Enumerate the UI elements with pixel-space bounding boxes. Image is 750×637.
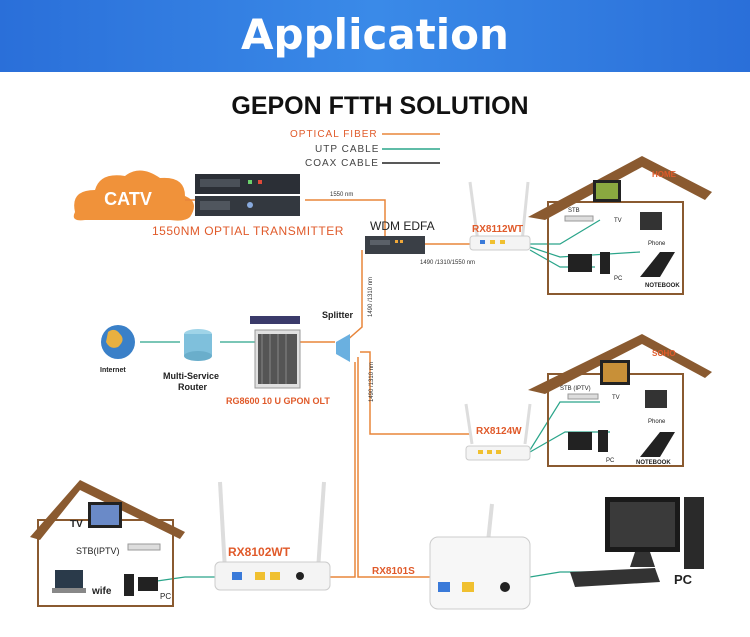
- olt-label: RG8600 10 U GPON OLT: [226, 396, 330, 406]
- splitter: [336, 334, 350, 362]
- network-diagram: GEPON FTTH SOLUTION OPTICAL FIBER UTP CA…: [30, 92, 712, 610]
- fiber-splitter-onu4: [357, 357, 440, 578]
- pc-right: [570, 497, 704, 587]
- legend-utp-label: UTP CABLE: [315, 144, 379, 155]
- utp-onu2-stb: [529, 401, 600, 451]
- banner: Application: [0, 0, 750, 72]
- router-label-line1: Multi-Service: [163, 371, 219, 381]
- onu-rx8112wt: [468, 181, 531, 251]
- fiber-label-1490-1310-a: 1490 /1310 nm: [368, 277, 374, 317]
- cloud-shape: [73, 170, 194, 221]
- diagram-title: GEPON FTTH SOLUTION: [231, 92, 528, 120]
- splitter-label: Splitter: [322, 310, 354, 320]
- home-tag: HOME: [652, 170, 677, 179]
- home-pc-label: PC: [614, 276, 623, 282]
- onu-rx8102wt: [214, 481, 331, 591]
- home-phone-label: Phone: [648, 241, 666, 247]
- pc-right-label: PC: [674, 572, 693, 587]
- onu-rx8124w: [464, 403, 532, 461]
- fiber-label-1490-1310-b: 1490 /1310 nm: [369, 362, 375, 402]
- legend-coax-label: COAX CABLE: [305, 158, 379, 169]
- fiber-label-1550: 1550 nm: [330, 192, 353, 198]
- house3-tv-label: TV: [70, 519, 83, 530]
- house3-stb-label: STB(IPTV): [76, 546, 120, 556]
- home-stb-label: STB: [568, 208, 580, 214]
- gpon-olt: [250, 316, 301, 389]
- utp-onu3-pc: [149, 576, 215, 583]
- utp-onu1-stb: [530, 219, 601, 245]
- wdm-edfa: [365, 236, 425, 254]
- soho-tag: SOHO: [652, 349, 676, 358]
- utp-onu1-phone: [529, 246, 641, 258]
- rx8102wt-label: RX8102WT: [228, 545, 291, 559]
- onu-rx8101s: [429, 503, 531, 610]
- internet-label: Internet: [100, 367, 126, 374]
- router: [184, 329, 212, 361]
- house3-wifi-label: wife: [91, 586, 112, 597]
- house-soho: [528, 334, 712, 467]
- fiber-splitter-onu3: [330, 362, 356, 578]
- fiber-splitter-onu2: [360, 351, 470, 435]
- house-home: [528, 156, 712, 295]
- rx8101s-label: RX8101S: [372, 566, 415, 577]
- soho-stb-label: STB (IPTV): [560, 386, 591, 392]
- catv-label: CATV: [104, 189, 152, 209]
- soho-pc-label: PC: [606, 458, 615, 464]
- optical-transmitter: [195, 174, 300, 216]
- legend: OPTICAL FIBER UTP CABLE COAX CABLE: [290, 129, 440, 169]
- internet-globe: [101, 325, 135, 359]
- edfa-label: WDM EDFA: [370, 219, 435, 233]
- banner-title: Application: [241, 10, 509, 59]
- fiber-lines: [290, 199, 470, 578]
- soho-tv-label: TV: [612, 395, 620, 401]
- utp-onu2-pc: [529, 431, 610, 453]
- house-bottom-left: [30, 480, 185, 607]
- fiber-label-1490-1310-1550: 1490 /1310/1550 nm: [420, 260, 475, 266]
- soho-notebook-label: NOTEBOOK: [636, 460, 671, 466]
- home-tv-label: TV: [614, 218, 622, 224]
- utp-lines: [140, 219, 641, 583]
- catv-cloud: CATV: [73, 170, 194, 221]
- fiber-transmitter-edfa: [305, 199, 386, 237]
- router-label-line2: Router: [178, 382, 207, 392]
- rx8112wt-label: RX8112WT: [472, 224, 523, 235]
- house3-pc-label: PC: [160, 592, 171, 601]
- soho-phone-label: Phone: [648, 419, 666, 425]
- rx8124w-label: RX8124W: [476, 426, 522, 437]
- home-notebook-label: NOTEBOOK: [645, 283, 680, 289]
- fiber-edfa-splitter: [344, 250, 363, 343]
- legend-optical-label: OPTICAL FIBER: [290, 129, 378, 140]
- transmitter-label: 1550NM OPTIAL TRANSMITTER: [152, 224, 344, 238]
